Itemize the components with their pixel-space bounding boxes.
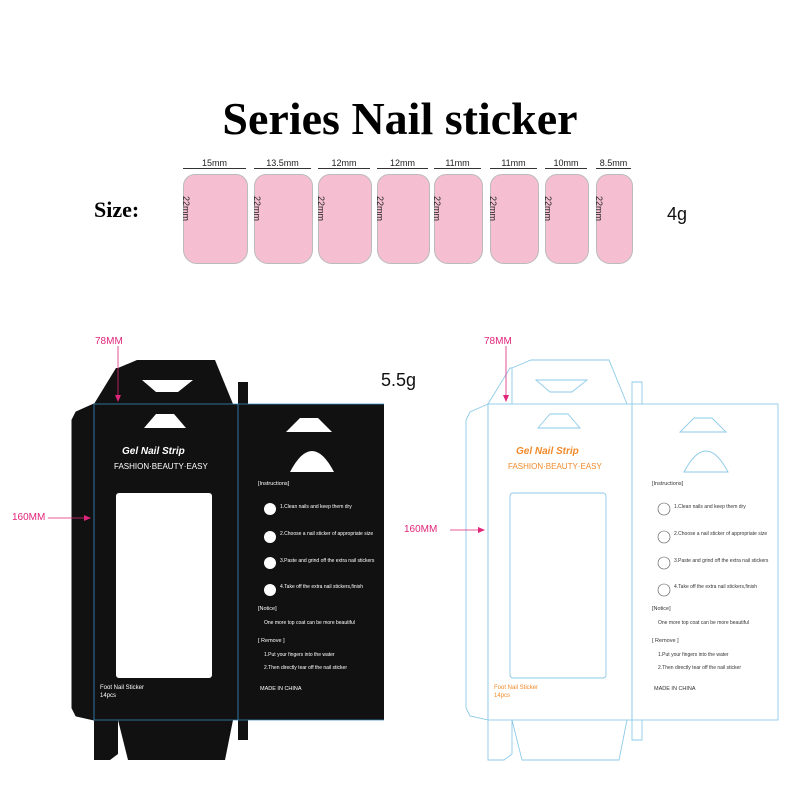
page-title: Series Nail sticker <box>222 93 578 144</box>
brand-name: Gel Nail Strip <box>122 446 185 457</box>
nail-shape <box>490 174 539 264</box>
product-name-outline: Foot Nail Sticker <box>494 685 539 691</box>
size-label: Size: <box>94 197 140 222</box>
nail-width-label: 11mm <box>490 158 537 169</box>
notice-text-outline: One more top coat can be more beautiful <box>658 620 749 626</box>
nail-shape <box>254 174 313 264</box>
instructions-header: [Instructions] <box>258 481 290 487</box>
nail-width-label: 12mm <box>377 158 428 169</box>
nail-width-label: 13.5mm <box>254 158 311 169</box>
nail-shape <box>434 174 483 264</box>
height-dimension-label-outline: 160MM <box>404 524 438 535</box>
nail-shape <box>596 174 633 264</box>
width-dimension-label: 78MM <box>95 336 123 347</box>
tagline-outline: FASHION·BEAUTY·EASY <box>508 462 602 471</box>
nail-width-label: 15mm <box>183 158 246 169</box>
nail-weight: 4g <box>667 204 688 224</box>
step-1-outline: 1.Clean nails and keep them dry <box>674 504 746 510</box>
brand-name-outline: Gel Nail Strip <box>516 446 579 457</box>
width-dimension-label-outline: 78MM <box>484 336 512 347</box>
nail-width-label: 8.5mm <box>596 158 631 169</box>
tagline: FASHION·BEAUTY·EASY <box>114 462 208 471</box>
remove-step-1: 1.Put your fingers into the water <box>264 652 335 658</box>
made-in-label: MADE IN CHINA <box>260 686 302 692</box>
step-2-outline: 2.Choose a nail sticker of appropriate s… <box>674 531 768 537</box>
notice-header-outline: [Notice] <box>652 606 671 612</box>
nail-shape <box>318 174 372 264</box>
remove-header-outline: [ Remove ] <box>652 638 679 644</box>
remove-header: [ Remove ] <box>258 638 285 644</box>
notice-text: One more top coat can be more beautiful <box>264 620 355 626</box>
nail-width-label: 10mm <box>545 158 587 169</box>
height-dimension-label: 160MM <box>12 512 46 523</box>
instructions-header-outline: [Instructions] <box>652 481 684 487</box>
remove-step-1-outline: 1.Put your fingers into the water <box>658 652 729 658</box>
product-count-outline: 14pcs <box>494 693 511 699</box>
step-3: 3.Paste and grind off the extra nail sti… <box>280 558 375 564</box>
notice-header: [Notice] <box>258 606 277 612</box>
step-3-outline: 3.Paste and grind off the extra nail sti… <box>674 558 769 564</box>
product-name: Foot Nail Sticker <box>100 685 145 691</box>
step-1: 1.Clean nails and keep them dry <box>280 504 352 510</box>
remove-step-2-outline: 2.Then directly tear off the nail sticke… <box>658 665 742 671</box>
product-count: 14pcs <box>100 693 117 699</box>
step-4: 4.Take off the extra nail stickers,finis… <box>280 584 364 590</box>
nail-width-label: 11mm <box>434 158 481 169</box>
made-in-label-outline: MADE IN CHINA <box>654 686 696 692</box>
nail-width-label: 12mm <box>318 158 370 169</box>
nail-shape <box>183 174 248 264</box>
package-weight: 5.5g <box>381 370 417 390</box>
nail-shape <box>377 174 430 264</box>
nail-shape <box>545 174 589 264</box>
step-4-outline: 4.Take off the extra nail stickers,finis… <box>674 584 758 590</box>
remove-step-2: 2.Then directly tear off the nail sticke… <box>264 665 348 671</box>
step-2: 2.Choose a nail sticker of appropriate s… <box>280 531 374 537</box>
